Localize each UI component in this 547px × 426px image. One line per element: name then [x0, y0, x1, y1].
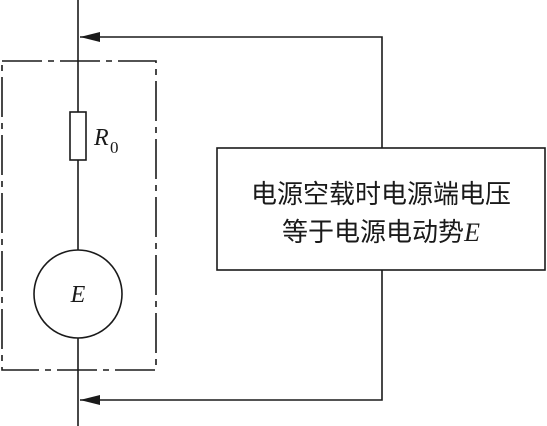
- annotation-line-2-symbol: E: [463, 218, 480, 247]
- top-lead: [80, 36, 383, 148]
- annotation-line-2: 等于电源电动势E: [282, 218, 480, 248]
- resistor-label-subscript: 0: [110, 138, 119, 157]
- annotation-box: [216, 147, 546, 271]
- resistor-r0: [69, 111, 87, 161]
- voltage-source-e: [33, 249, 123, 339]
- source-label: E: [70, 282, 86, 308]
- annotation-line-2-text: 等于电源电动势: [282, 218, 464, 248]
- bottom-lead: [80, 270, 383, 401]
- top-arrow-icon: [80, 32, 100, 42]
- source-enclosure: [1, 60, 157, 371]
- annotation-line-1: 电源空载时电源端电压: [251, 180, 511, 210]
- bottom-arrow-icon: [80, 395, 100, 405]
- resistor-label: R: [93, 125, 109, 151]
